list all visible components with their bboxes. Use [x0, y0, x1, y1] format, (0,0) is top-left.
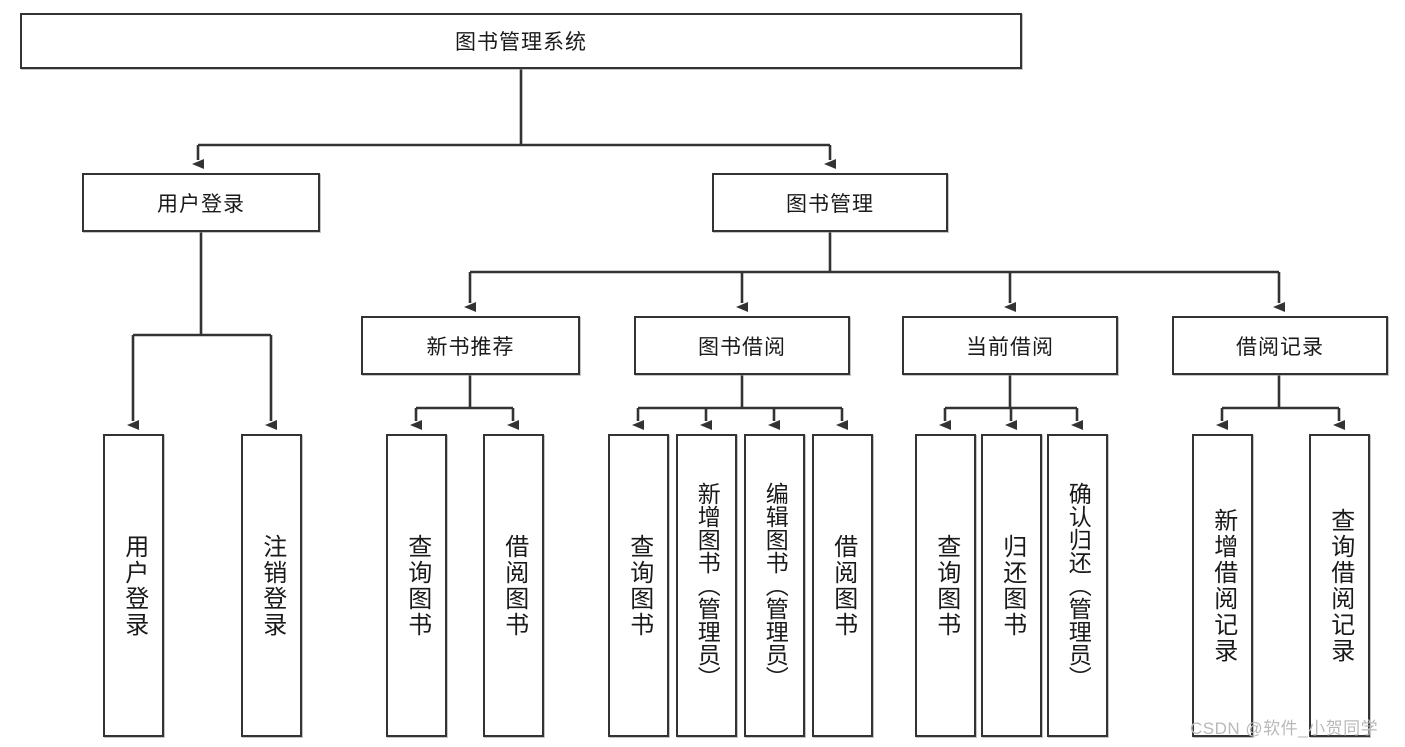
node-book-management[interactable]: 图书管理 [712, 173, 948, 232]
leaf-borrow-book-1-label: 借阅图书 [500, 533, 528, 638]
node-new-book-recommend[interactable]: 新书推荐 [361, 316, 580, 375]
node-root-label: 图书管理系统 [455, 31, 587, 54]
leaf-logout-label: 注销登录 [258, 533, 286, 638]
leaf-return-book[interactable]: 归还图书 [981, 434, 1042, 737]
node-borrow-record[interactable]: 借阅记录 [1172, 316, 1388, 375]
leaf-query-book-3[interactable]: 查询图书 [915, 434, 976, 737]
leaf-return-book-label: 归还图书 [998, 533, 1026, 638]
leaf-query-book-1-label: 查询图书 [403, 533, 431, 638]
leaf-borrow-book-1[interactable]: 借阅图书 [483, 434, 544, 737]
node-user-login[interactable]: 用户登录 [82, 173, 320, 232]
leaf-query-record-label: 查询借阅记录 [1326, 507, 1354, 664]
leaf-add-record[interactable]: 新增借阅记录 [1192, 434, 1253, 737]
leaf-borrow-book-2-label: 借阅图书 [829, 533, 857, 638]
node-user-login-label: 用户登录 [157, 192, 245, 216]
node-current-borrow-label: 当前借阅 [966, 335, 1054, 359]
leaf-add-book[interactable]: 新增图书（管理员） [676, 434, 737, 737]
node-root[interactable]: 图书管理系统 [20, 13, 1022, 69]
leaf-user-login[interactable]: 用户登录 [103, 434, 164, 737]
leaf-edit-book-label: 编辑图书（管理员） [762, 482, 789, 689]
leaf-edit-book[interactable]: 编辑图书（管理员） [744, 434, 805, 737]
watermark: CSDN @软件_小贺同学 [1190, 719, 1379, 738]
node-book-management-label: 图书管理 [786, 192, 874, 216]
node-book-borrow-label: 图书借阅 [698, 335, 786, 359]
node-borrow-record-label: 借阅记录 [1236, 335, 1324, 359]
node-book-borrow[interactable]: 图书借阅 [634, 316, 850, 375]
leaf-add-record-label: 新增借阅记录 [1209, 507, 1237, 664]
node-current-borrow[interactable]: 当前借阅 [902, 316, 1118, 375]
leaf-confirm-return[interactable]: 确认归还（管理员） [1047, 434, 1108, 737]
leaf-logout[interactable]: 注销登录 [241, 434, 302, 737]
leaf-confirm-return-label: 确认归还（管理员） [1065, 482, 1092, 689]
leaf-query-book-2-label: 查询图书 [625, 533, 653, 638]
leaf-query-record[interactable]: 查询借阅记录 [1309, 434, 1370, 737]
leaf-query-book-2[interactable]: 查询图书 [608, 434, 669, 737]
leaf-user-login-label: 用户登录 [120, 533, 148, 638]
leaf-borrow-book-2[interactable]: 借阅图书 [812, 434, 873, 737]
leaf-add-book-label: 新增图书（管理员） [694, 482, 721, 689]
node-new-book-recommend-label: 新书推荐 [426, 335, 515, 359]
leaf-query-book-3-label: 查询图书 [932, 533, 960, 638]
leaf-query-book-1[interactable]: 查询图书 [386, 434, 447, 737]
